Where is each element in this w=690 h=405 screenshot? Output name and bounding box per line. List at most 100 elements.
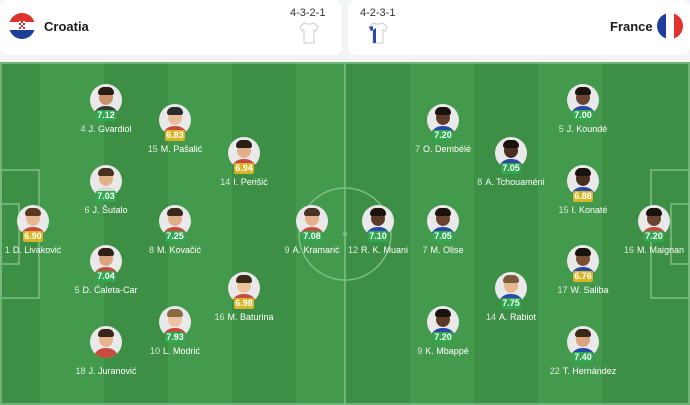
player-rating: 6.90 [23, 231, 43, 242]
player-number: 12 [347, 245, 358, 255]
player-rating: 7.03 [96, 191, 116, 202]
player-number: 16 [623, 245, 634, 255]
player-name: J. Koundé [566, 124, 608, 134]
player-number: 15 [147, 144, 158, 154]
player-number: 5 [74, 285, 80, 295]
away-kit-icon [368, 22, 388, 44]
player-rating: 7.75 [501, 298, 521, 309]
player-number: 6 [84, 205, 90, 215]
player-name: M. Baturina [227, 312, 274, 322]
croatia-flag-icon [9, 13, 35, 39]
player-rating: 7.10 [368, 231, 388, 242]
home-kit-icon [299, 22, 319, 44]
player-rating: 7.20 [433, 130, 453, 141]
player-rating: 6.88 [573, 191, 593, 202]
player-rating: 7.05 [501, 163, 521, 174]
player-rating: 7.08 [302, 231, 322, 242]
player-name: A. Rabiot [498, 312, 537, 322]
player-number: 22 [549, 366, 560, 376]
player-name: O. Dembélé [422, 144, 472, 154]
player-number: 8 [477, 177, 483, 187]
away-team-header[interactable]: 4-2-3-1 France [348, 0, 690, 55]
player-rating: 6.98 [234, 298, 254, 309]
player-number: 15 [558, 205, 569, 215]
player-rating: 7.12 [96, 110, 116, 121]
home-team-name: Croatia [44, 19, 89, 34]
player-name: M. Maignan [636, 245, 685, 255]
player-rating: 7.20 [644, 231, 664, 242]
player-number: 14 [220, 177, 231, 187]
player-number: 1 [4, 245, 10, 255]
player-name: J. Šutalo [92, 205, 128, 215]
player-rating: 6.94 [234, 163, 254, 174]
player-number: 7 [414, 144, 420, 154]
player-rating: 7.93 [165, 332, 185, 343]
player-name: D. Livaković [12, 245, 62, 255]
player-name: D. Ćaleta-Car [82, 285, 138, 295]
player-number: 10 [149, 346, 160, 356]
home-team-header[interactable]: Croatia 4-3-2-1 [0, 0, 342, 55]
player-name: M. Olise [430, 245, 464, 255]
player-rating: 6.76 [573, 271, 593, 282]
player-avatar [495, 272, 527, 304]
away-formation: 4-2-3-1 [360, 7, 396, 19]
player-number: 9 [417, 346, 423, 356]
player-name: R. K. Muani [360, 245, 409, 255]
away-team-name: France [610, 19, 653, 34]
player-name: A. Kramarić [292, 245, 340, 255]
player-number: 16 [214, 312, 225, 322]
player-name: J. Gvardiol [88, 124, 132, 134]
player-number: 9 [284, 245, 290, 255]
player-rating: 6.83 [165, 130, 185, 141]
player-number: 17 [557, 285, 568, 295]
player-number: 5 [558, 124, 564, 134]
player-name: M. Pašalić [160, 144, 203, 154]
player-name: A. Tchouaméni [485, 177, 545, 187]
player-rating: 7.25 [165, 231, 185, 242]
player-rating: 7.05 [433, 231, 453, 242]
player-rating: 7.00 [573, 110, 593, 121]
player-number: 14 [485, 312, 496, 322]
player-name: L. Modrić [163, 346, 201, 356]
player-rating: 7.20 [433, 332, 453, 343]
player-number: 4 [80, 124, 86, 134]
player-name: I. Konaté [571, 205, 608, 215]
pitch-lines [0, 62, 690, 405]
player-rating: 7.04 [96, 271, 116, 282]
player-name: T. Hernández [562, 366, 617, 376]
player-name: J. Juranović [88, 366, 137, 376]
player-number: 7 [422, 245, 428, 255]
player-rating: 7.40 [573, 352, 593, 363]
player-name: K. Mbappé [425, 346, 469, 356]
player-number: 8 [148, 245, 154, 255]
player-number: 18 [75, 366, 86, 376]
home-formation: 4-3-2-1 [290, 7, 326, 19]
player-avatar [90, 326, 122, 358]
player-name: W. Saliba [570, 285, 609, 295]
player-name: M. Kovačić [157, 245, 202, 255]
player-name: I. Perišić [233, 177, 268, 187]
